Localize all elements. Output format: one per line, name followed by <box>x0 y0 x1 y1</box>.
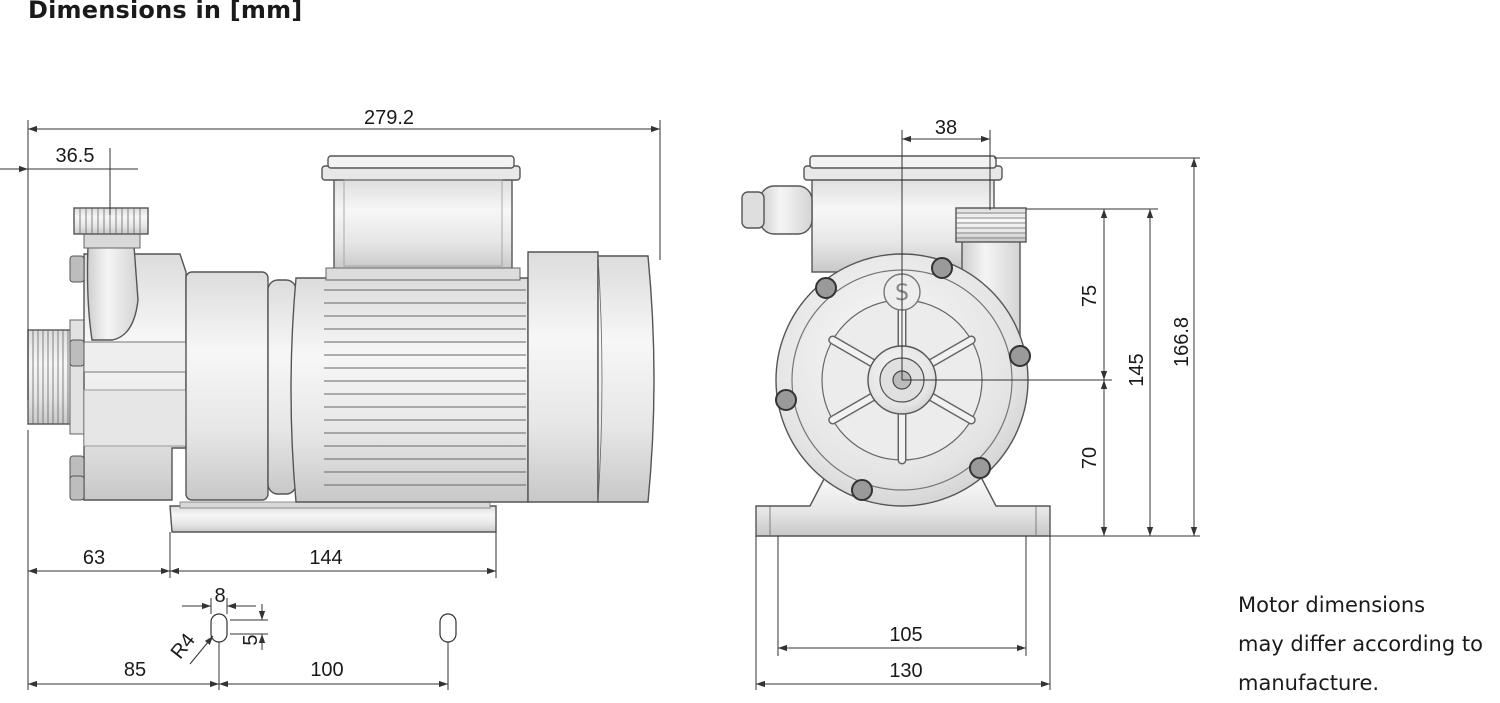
terminal-box <box>321 155 521 281</box>
motor-note: Motor dimensions may differ according to… <box>1238 586 1483 703</box>
dim-front-to-first-slot: 85 <box>124 659 146 681</box>
dim-overall-length: 279.2 <box>364 107 414 129</box>
page-title: Dimensions in [mm] <box>28 0 303 24</box>
dim-hole-spacing: 105 <box>889 624 922 646</box>
front-dimensions: 38 75 70 145 166.8 105 130 <box>755 117 1200 690</box>
mounting-slots: 8 5 R4 85 100 <box>28 585 457 690</box>
outlet-elbow <box>73 207 149 341</box>
adaptor-ring <box>185 271 269 501</box>
dim-base-width: 130 <box>889 660 922 682</box>
note-line-1: Motor dimensions <box>1238 593 1426 617</box>
dim-total-height: 166.8 <box>1171 317 1193 367</box>
note-line-2: may differ according to <box>1238 632 1483 656</box>
dim-outlet-center-offset: 38 <box>935 117 957 139</box>
front-view: S 38 75 70 145 166.8 105 130 <box>741 117 1200 690</box>
head-bolts <box>69 255 85 501</box>
dim-shaft-to-outlet-height: 145 <box>1126 353 1148 386</box>
side-view: 279.2 36.5 63 144 8 5 <box>0 107 661 690</box>
dim-slot-height: 5 <box>240 634 262 645</box>
dim-slot-spacing: 100 <box>310 659 343 681</box>
dim-lower-height: 70 <box>1079 447 1101 469</box>
side-dimensions: 279.2 36.5 63 144 8 5 <box>0 107 661 690</box>
side-base-plate <box>169 505 497 533</box>
inlet-thread <box>27 319 85 435</box>
dim-upper-height: 75 <box>1079 285 1101 307</box>
dim-base-length: 144 <box>309 547 342 569</box>
dim-slot-width: 8 <box>214 585 225 607</box>
dim-front-to-base: 63 <box>83 547 105 569</box>
casing-bolts <box>775 257 1031 501</box>
note-line-3: manufacture. <box>1238 671 1380 695</box>
motor-body <box>290 251 655 503</box>
dim-outlet-offset: 36.5 <box>56 145 95 167</box>
